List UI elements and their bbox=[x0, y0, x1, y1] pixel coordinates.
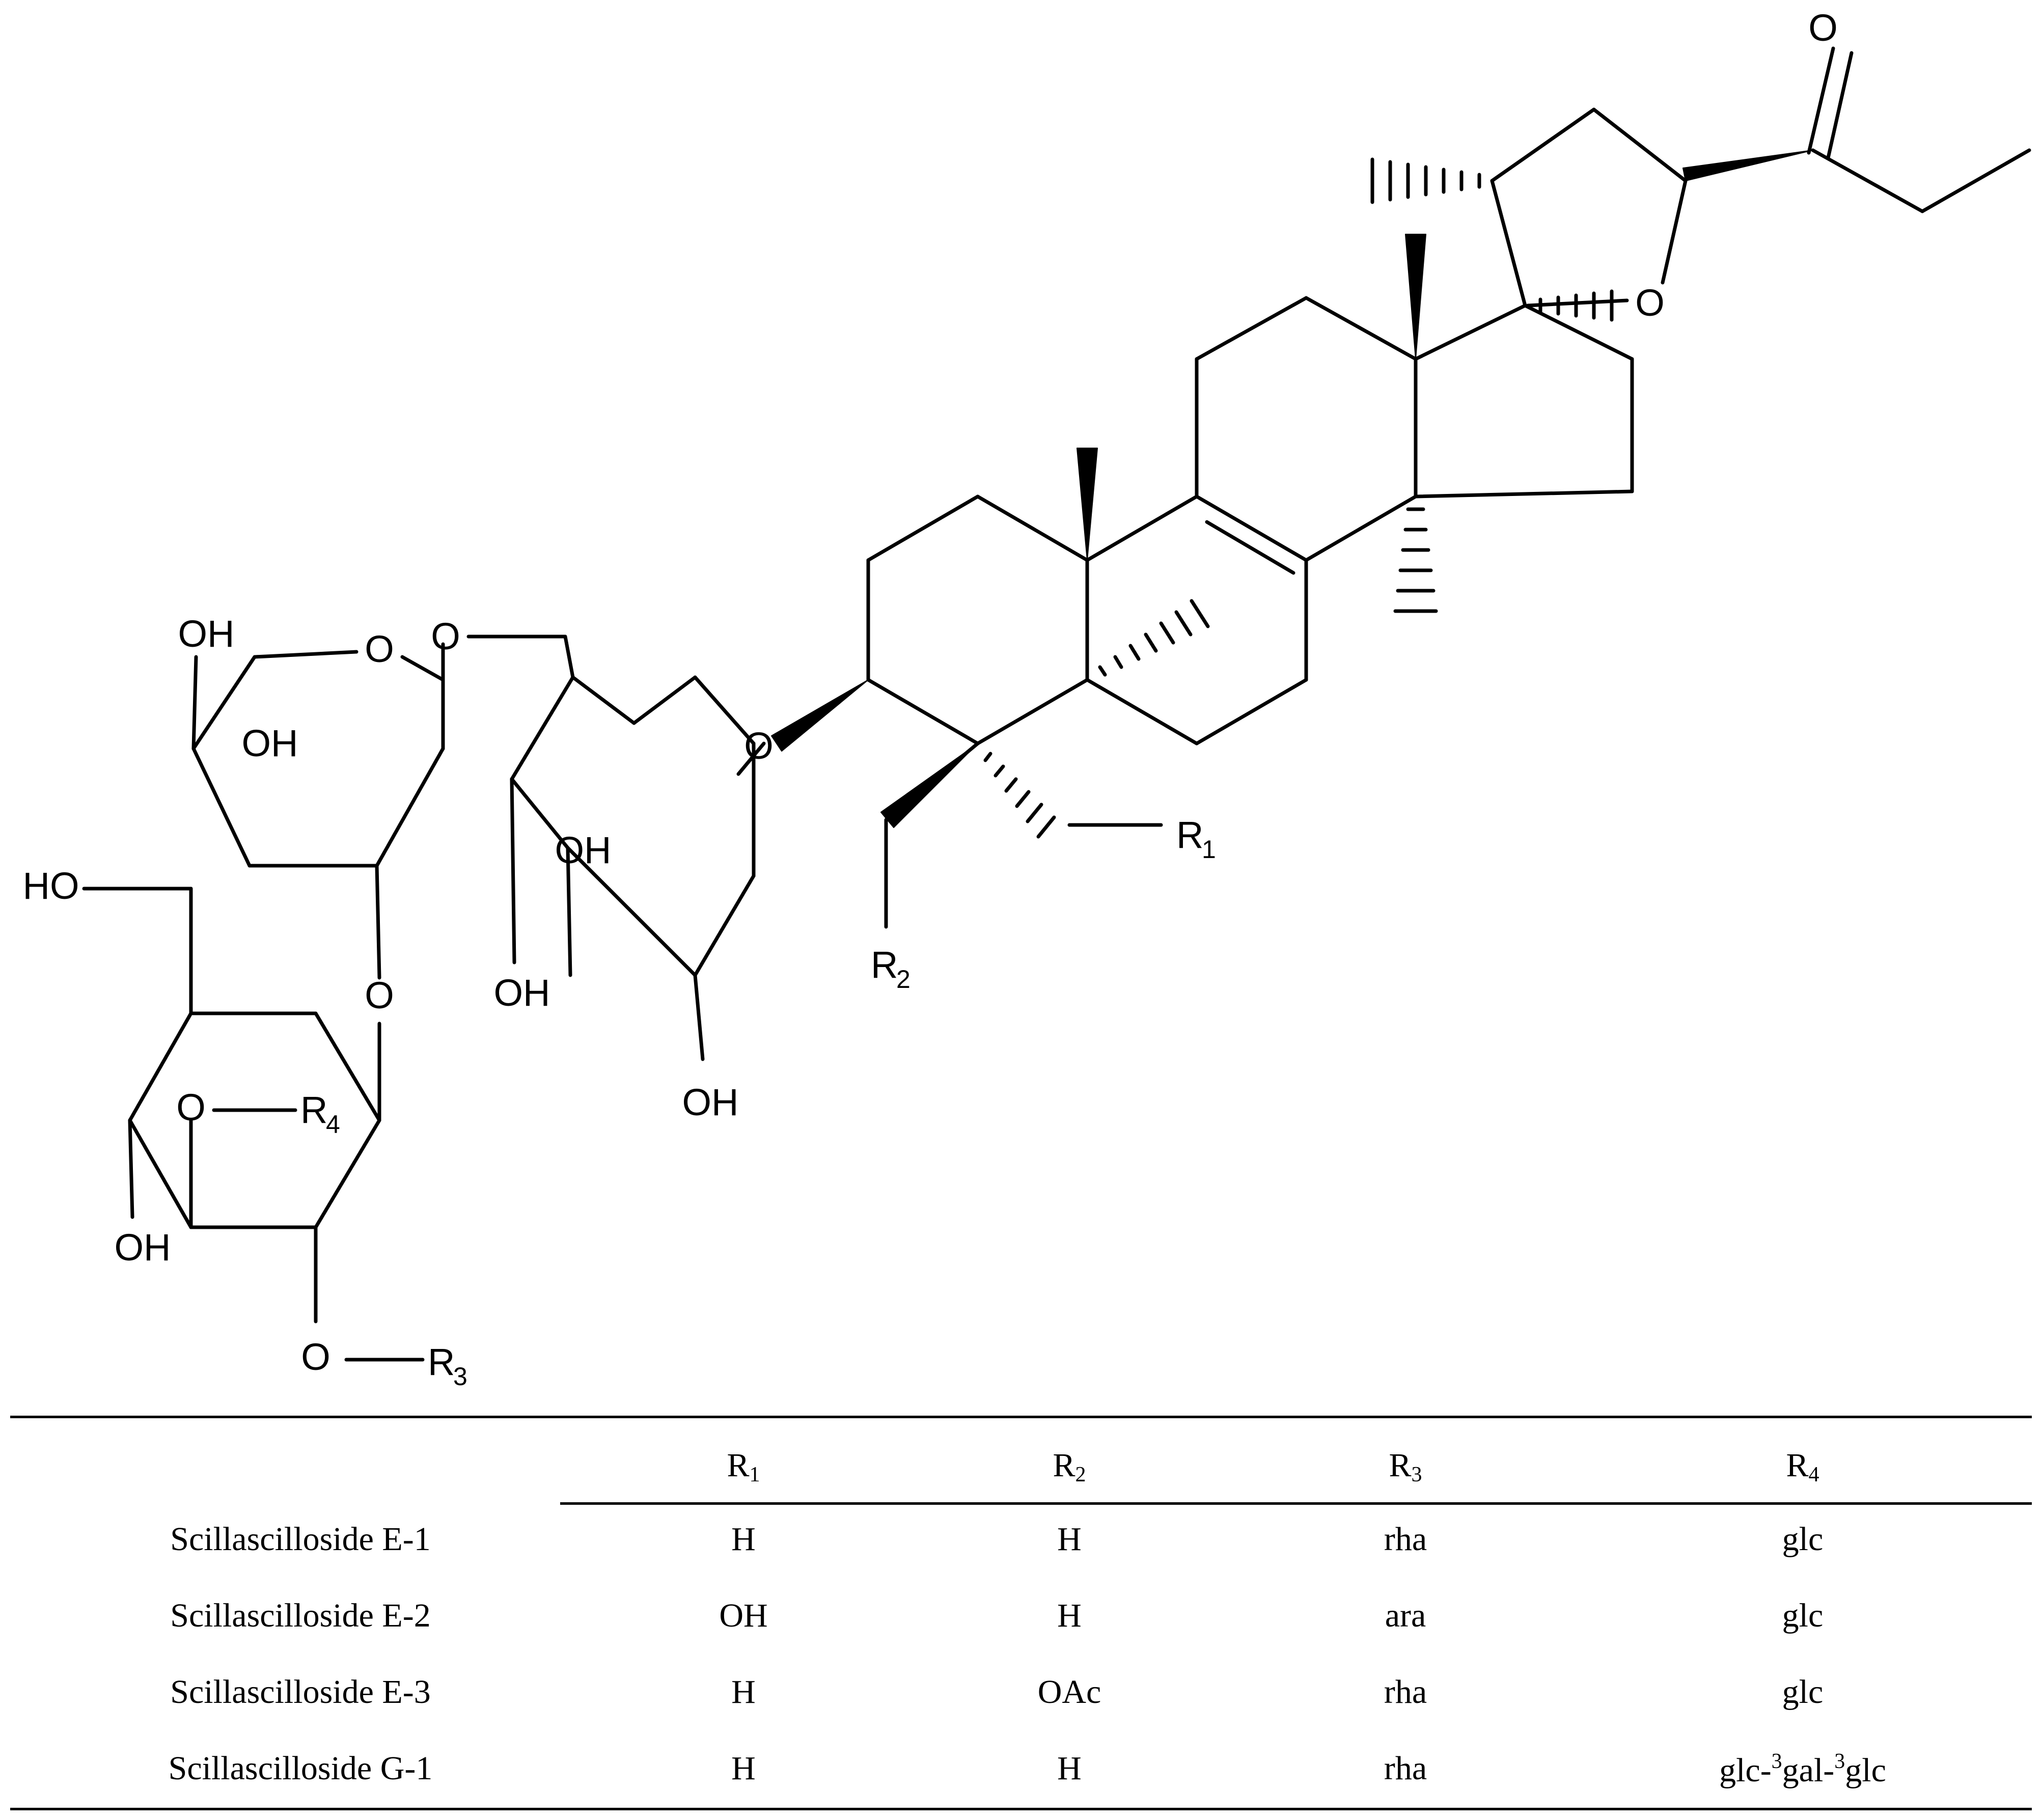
table-cell-r1: H bbox=[731, 1750, 756, 1787]
header-r1: R1 bbox=[727, 1447, 760, 1486]
aglycone-oxygen: O bbox=[744, 725, 774, 767]
hydroxyl-glc-3: OH bbox=[555, 829, 612, 871]
table-cell-r3: rha bbox=[1384, 1750, 1427, 1787]
hash-bonds bbox=[983, 157, 1614, 839]
table-cell-r2: H bbox=[1057, 1521, 1082, 1558]
link2-oxygen: O bbox=[365, 974, 394, 1016]
r2-label: R 2 bbox=[871, 944, 910, 994]
atom-labels: O O O O O O O O OH OH HO OH OH OH OH R 1… bbox=[23, 7, 1838, 1391]
svg-text:R: R bbox=[1176, 814, 1203, 856]
table-cell-r4: glc bbox=[1782, 1521, 1824, 1558]
header-r2: R2 bbox=[1053, 1447, 1086, 1486]
sugar-chain bbox=[82, 635, 756, 1362]
r4-oxygen: O bbox=[176, 1086, 206, 1128]
table-cell-name: Scillascilloside E-1 bbox=[170, 1521, 431, 1558]
chemical-structure: O O O O O O O O OH OH HO OH OH OH OH R 1… bbox=[23, 7, 2031, 1391]
svg-text:R: R bbox=[428, 1341, 455, 1383]
ketone-oxygen: O bbox=[1808, 7, 1838, 49]
svg-text:4: 4 bbox=[326, 1110, 340, 1139]
hydroxyl-glc-2: OH bbox=[494, 972, 550, 1014]
link6-oxygen: O bbox=[431, 615, 460, 657]
table-cell-r3: ara bbox=[1385, 1597, 1426, 1634]
table-cell-name: Scillascilloside E-2 bbox=[170, 1597, 431, 1634]
r4-label: R 4 bbox=[300, 1089, 340, 1139]
r3-label: R 3 bbox=[428, 1341, 467, 1391]
table-cell-r1: H bbox=[731, 1673, 756, 1711]
header-r3: R3 bbox=[1389, 1447, 1422, 1486]
table-cell-r2: H bbox=[1057, 1597, 1082, 1634]
furan-oxygen: O bbox=[1635, 282, 1665, 324]
table-cell-r3: rha bbox=[1384, 1673, 1427, 1711]
header-underline bbox=[560, 1502, 2032, 1505]
table-cell-r4: glc bbox=[1782, 1673, 1824, 1711]
table-cell-r3: rha bbox=[1384, 1521, 1427, 1558]
table-cell-name: Scillascilloside G-1 bbox=[168, 1750, 433, 1787]
table-cell-r4: glc bbox=[1782, 1597, 1824, 1634]
pyranose-ring-oxygen: O bbox=[365, 628, 394, 670]
svg-text:R: R bbox=[300, 1089, 327, 1131]
hydroxyl-glc-1: OH bbox=[682, 1081, 739, 1123]
table-cell-r2: H bbox=[1057, 1750, 1082, 1787]
steroid-skeleton bbox=[736, 46, 2031, 929]
svg-text:R: R bbox=[871, 944, 898, 986]
header-r4: R4 bbox=[1786, 1447, 1819, 1486]
svg-text:1: 1 bbox=[1202, 835, 1216, 864]
table-cell-r1: OH bbox=[719, 1597, 768, 1634]
hydroxyl-top-left: OH bbox=[178, 613, 235, 655]
r1-label: R 1 bbox=[1176, 814, 1216, 864]
table-bottom-rule bbox=[10, 1808, 2032, 1810]
hydroxyl-ho-left: HO bbox=[23, 865, 79, 907]
table-cell-r1: H bbox=[731, 1521, 756, 1558]
wedge-bonds bbox=[771, 150, 1813, 828]
svg-text:3: 3 bbox=[453, 1362, 467, 1391]
r3-oxygen: O bbox=[301, 1336, 330, 1378]
table-cell-name: Scillascilloside E-3 bbox=[170, 1673, 431, 1711]
svg-text:2: 2 bbox=[896, 965, 910, 994]
table-top-rule bbox=[10, 1416, 2032, 1418]
hydroxyl-mid-left: OH bbox=[242, 722, 298, 764]
table-cell-r4: glc-3gal-3glc bbox=[1719, 1750, 1886, 1789]
hydroxyl-bottom-left: OH bbox=[115, 1226, 171, 1269]
table-cell-r2: OAc bbox=[1037, 1673, 1101, 1711]
